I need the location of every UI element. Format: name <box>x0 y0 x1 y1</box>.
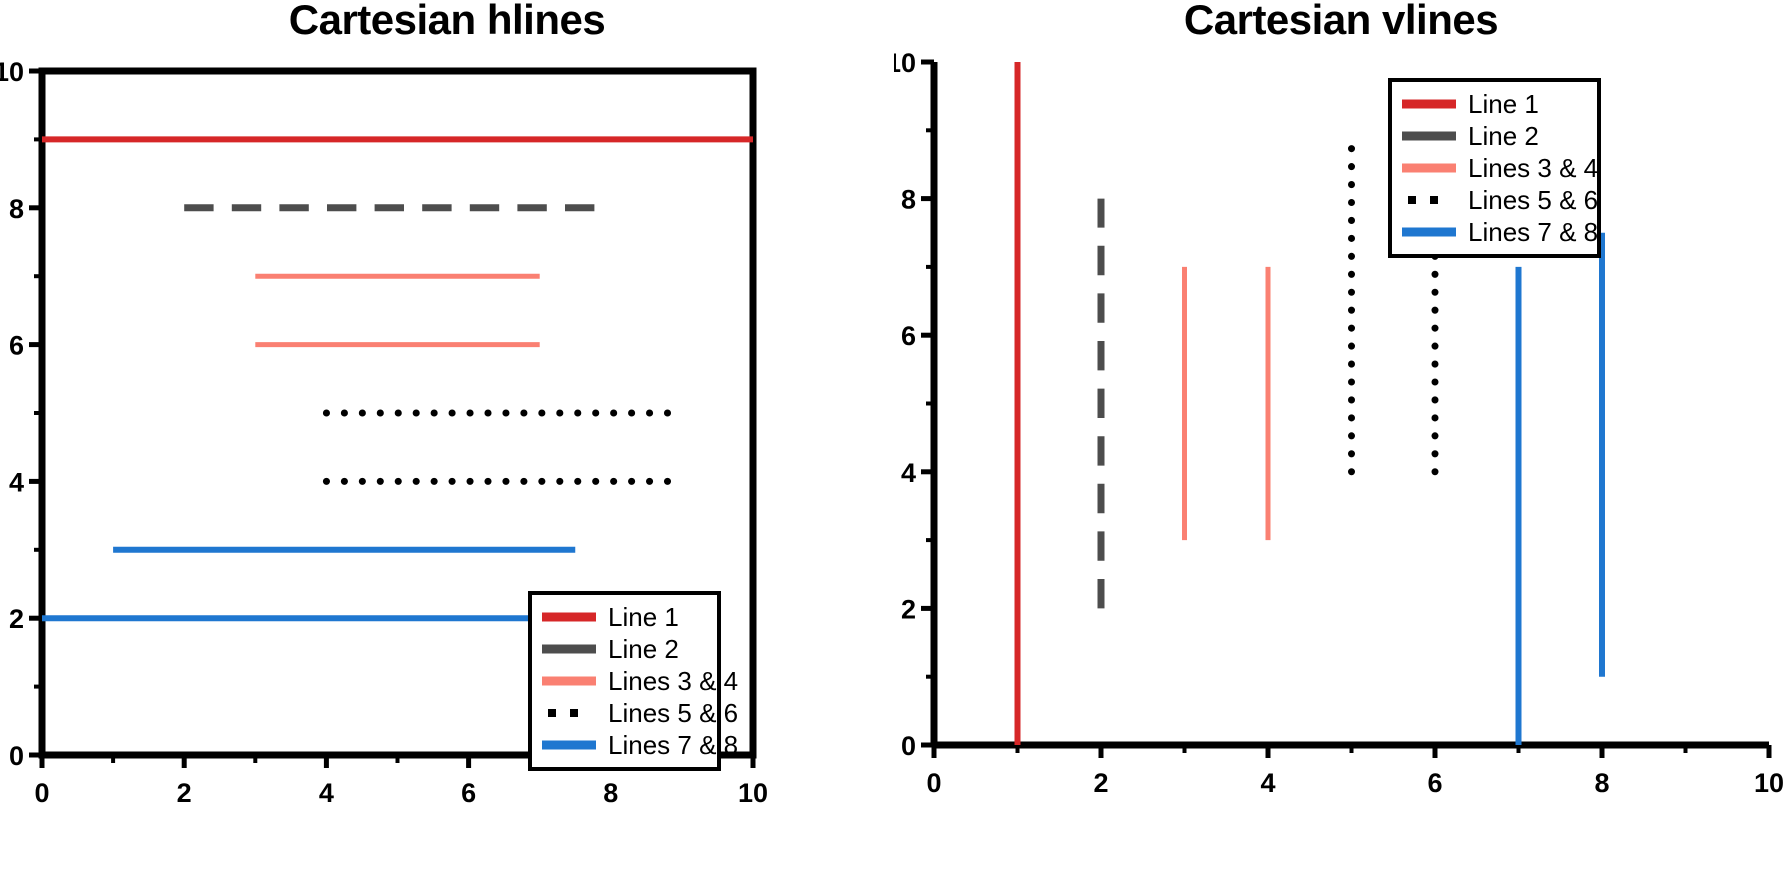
legend-item[interactable]: Line 1 <box>540 601 707 633</box>
legend-item[interactable]: Lines 3 & 4 <box>540 665 738 697</box>
legend-line-icon <box>542 676 596 686</box>
legend-swatch-icon <box>1400 221 1458 243</box>
legend-item-label: Lines 7 & 8 <box>1468 217 1599 247</box>
legend-line-icon <box>1402 99 1456 109</box>
legend-line-icon <box>542 612 596 622</box>
legend-item-label: Lines 5 & 6 <box>608 698 739 728</box>
legend-item-label: Line 1 <box>1468 89 1539 119</box>
y-tick-label: 10 <box>0 57 24 87</box>
x-tick-label: 0 <box>34 778 49 808</box>
y-tick-label: 8 <box>9 194 24 224</box>
y-tick-label: 4 <box>901 458 916 488</box>
y-tick-label: 8 <box>901 185 916 215</box>
y-tick-label: 0 <box>9 741 24 771</box>
legend-item-label: Lines 5 & 6 <box>1468 185 1599 215</box>
x-tick-label: 0 <box>926 768 941 798</box>
y-tick-label: 10 <box>894 48 916 78</box>
legend-item-label: Lines 3 & 4 <box>608 666 739 696</box>
legend-line-icon <box>542 644 596 654</box>
x-tick-label: 6 <box>461 778 476 808</box>
y-tick-label: 6 <box>901 321 916 351</box>
legend-dot-icon <box>548 709 556 717</box>
legend-item[interactable]: Lines 5 & 6 <box>1400 184 1598 216</box>
legend-item[interactable]: Line 2 <box>1400 120 1587 152</box>
legend-swatch-icon <box>1400 93 1458 115</box>
legend-swatch-icon <box>540 702 598 724</box>
legend-dot-icon <box>570 709 578 717</box>
legend-item[interactable]: Line 2 <box>540 633 707 665</box>
legend-dot-icon <box>1408 196 1416 204</box>
y-tick-label: 0 <box>901 731 916 761</box>
y-tick-label: 2 <box>901 594 916 624</box>
x-tick-label: 2 <box>1093 768 1108 798</box>
x-tick-label: 4 <box>319 778 334 808</box>
x-tick-label: 10 <box>1754 768 1784 798</box>
y-tick-label: 6 <box>9 331 24 361</box>
x-tick-label: 8 <box>1594 768 1609 798</box>
x-tick-label: 10 <box>738 778 768 808</box>
legend-item[interactable]: Line 1 <box>1400 88 1587 120</box>
x-tick-label: 2 <box>177 778 192 808</box>
legend-line-icon <box>1402 227 1456 237</box>
plot-area-vlines: 0 2 4 6 8 10 0 2 4 6 8 10 <box>894 48 1784 798</box>
x-tick-label: 6 <box>1427 768 1442 798</box>
legend-item[interactable]: Lines 3 & 4 <box>1400 152 1598 184</box>
legend-item[interactable]: Lines 7 & 8 <box>1400 216 1598 248</box>
legend-swatch-icon <box>540 606 598 628</box>
legend-line-icon <box>1402 163 1456 173</box>
legend-item[interactable]: Lines 5 & 6 <box>540 697 738 729</box>
legend-swatch-icon <box>1400 189 1458 211</box>
chart-title-hlines: Cartesian hlines <box>288 0 606 43</box>
legend-item-label: Line 2 <box>608 634 679 664</box>
y-tick-label: 2 <box>9 604 24 634</box>
legend-swatch-icon <box>540 638 598 660</box>
legend-item-label: Lines 7 & 8 <box>608 730 739 760</box>
legend-item-label: Lines 3 & 4 <box>1468 153 1599 183</box>
legend-swatch-icon <box>540 670 598 692</box>
legend-swatch-icon <box>540 734 598 756</box>
legend-line-icon <box>1402 131 1456 141</box>
legend-dot-icon <box>1430 196 1438 204</box>
legend-item-label: Line 1 <box>608 602 679 632</box>
legend-line-icon <box>542 740 596 750</box>
legend-swatch-icon <box>1400 125 1458 147</box>
chart-title-vlines: Cartesian vlines <box>1183 0 1499 43</box>
plot-area-hlines: 0 2 4 6 8 10 0 2 4 6 8 10 <box>0 57 768 808</box>
legend-swatch-icon <box>1400 157 1458 179</box>
y-tick-label: 4 <box>9 467 24 497</box>
legend-item[interactable]: Lines 7 & 8 <box>540 729 738 761</box>
legend-item-label: Line 2 <box>1468 121 1539 151</box>
x-tick-label: 8 <box>603 778 618 808</box>
x-tick-label: 4 <box>1260 768 1275 798</box>
